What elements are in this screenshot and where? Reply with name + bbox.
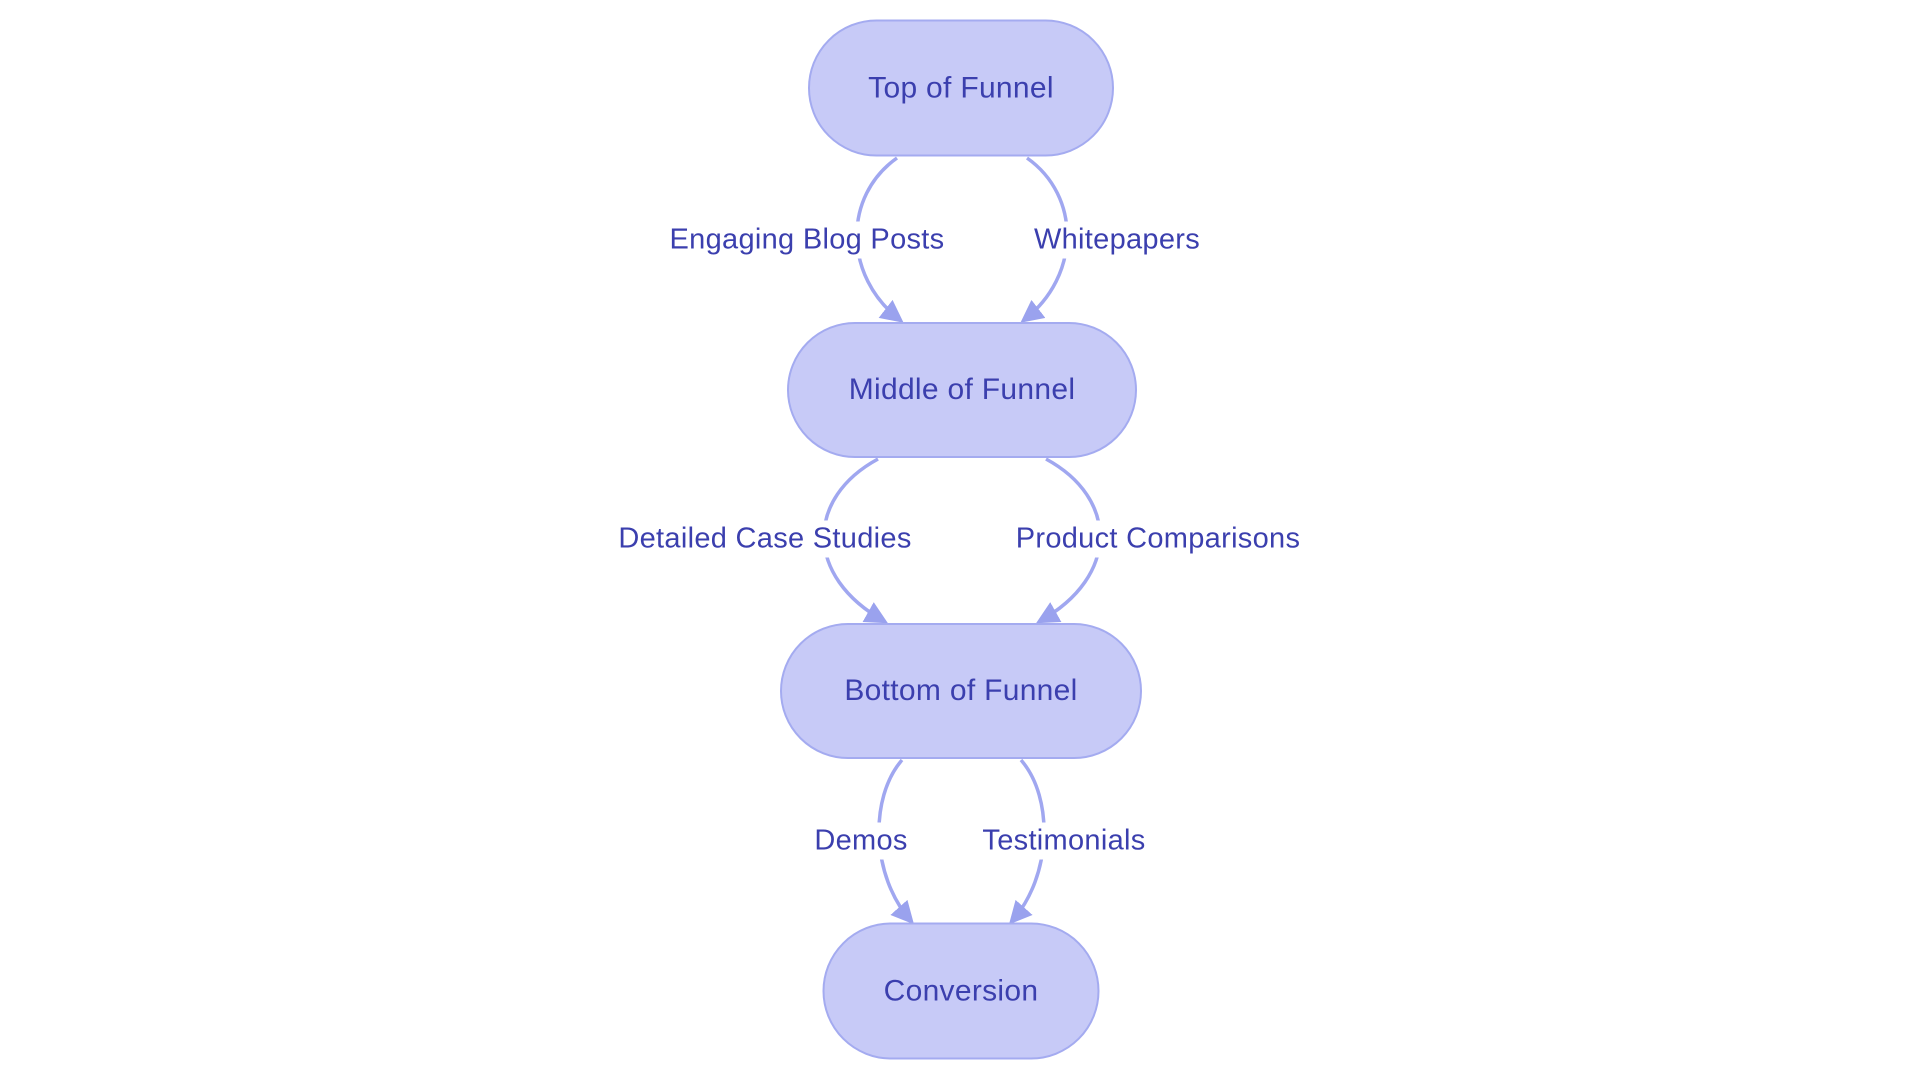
node-conversion-label: Conversion [883, 974, 1039, 1007]
node-bottom-of-funnel: Bottom of Funnel [780, 623, 1142, 759]
node-conversion: Conversion [822, 922, 1100, 1060]
edge-label-testimonials: Testimonials [974, 822, 1154, 860]
edge-label-detailed-case-studies: Detailed Case Studies [610, 520, 920, 558]
edge-label-demos: Demos [806, 822, 916, 860]
edge-label-whitepapers: Whitepapers [1025, 221, 1209, 259]
node-middle-of-funnel-label: Middle of Funnel [848, 373, 1076, 406]
node-top-of-funnel: Top of Funnel [808, 19, 1114, 157]
node-bottom-of-funnel-label: Bottom of Funnel [844, 674, 1078, 707]
edge-label-product-comparisons: Product Comparisons [1007, 520, 1309, 558]
node-middle-of-funnel: Middle of Funnel [787, 322, 1137, 458]
edge-label-engaging-blog-posts: Engaging Blog Posts [661, 221, 953, 259]
node-top-of-funnel-label: Top of Funnel [868, 71, 1054, 104]
